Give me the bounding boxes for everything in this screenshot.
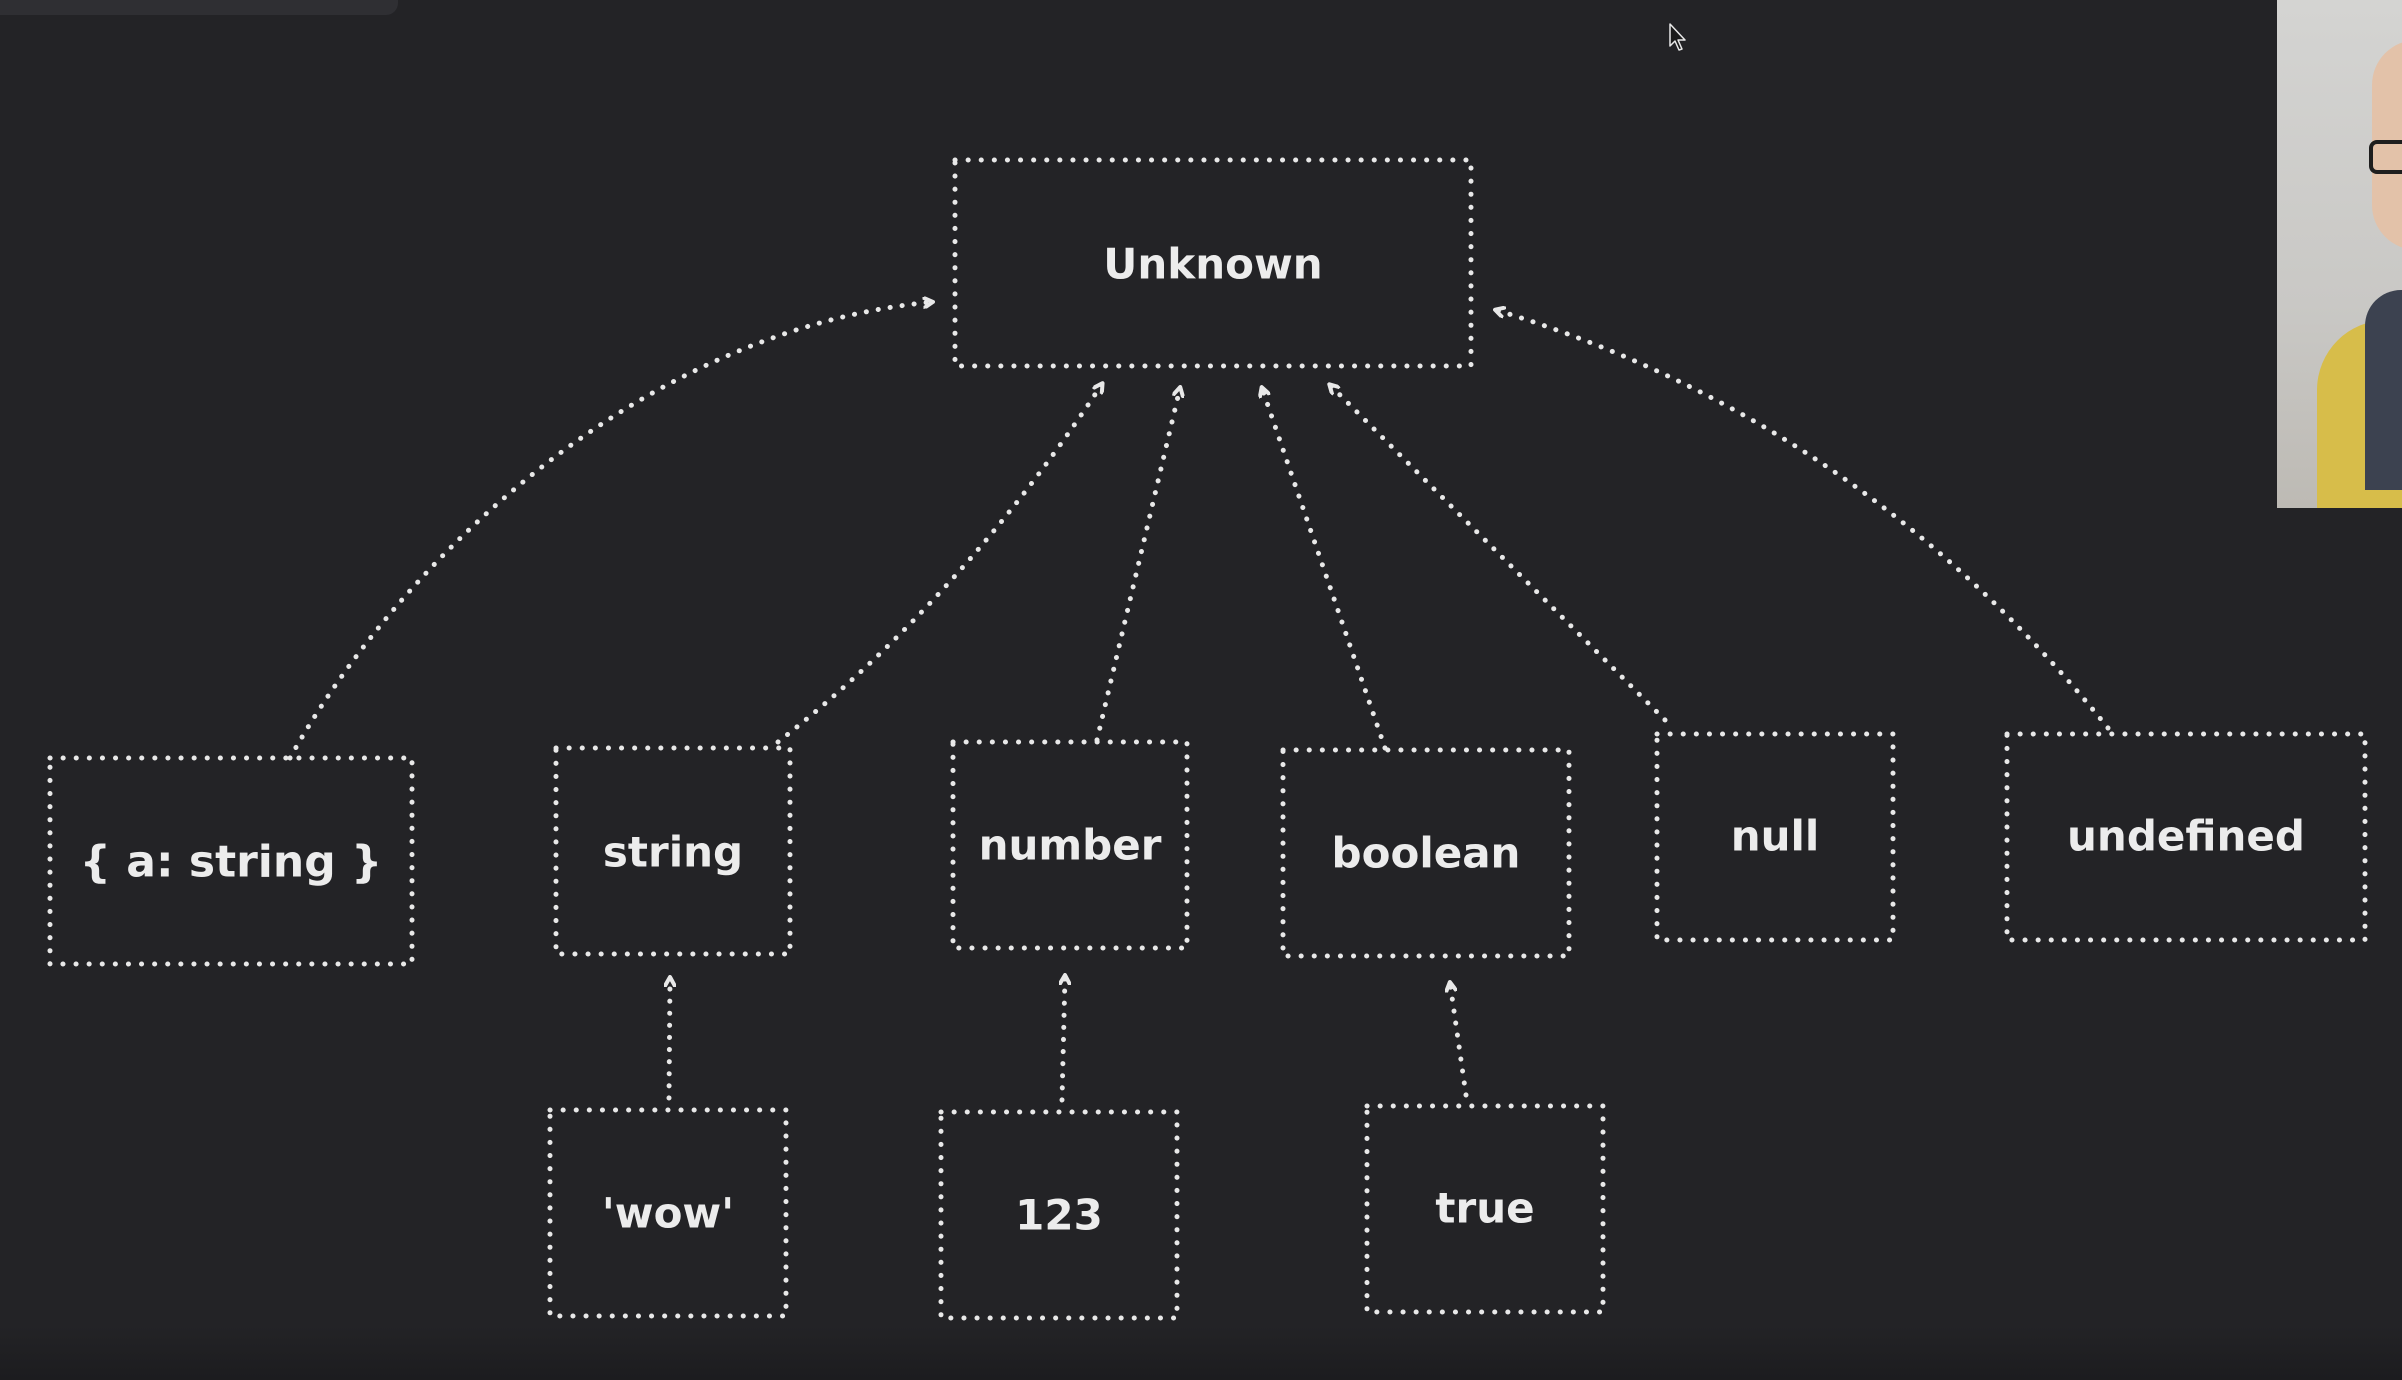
- node-true-label: true: [1435, 1184, 1534, 1233]
- node-wow-label: 'wow': [602, 1189, 734, 1238]
- edge-null-to-unknown: [1330, 385, 1668, 723]
- node-undefined-label: undefined: [2067, 812, 2305, 861]
- node-number: number: [950, 739, 1190, 951]
- node-unknown-label: Unknown: [1103, 240, 1322, 289]
- node-boolean: boolean: [1280, 747, 1572, 959]
- edge-string-to-unknown: [775, 384, 1102, 745]
- edge-object-to-unknown: [287, 302, 932, 761]
- mouse-pointer-icon: [1669, 23, 1686, 51]
- node-123-label: 123: [1015, 1191, 1103, 1240]
- webcam-head: [2372, 40, 2402, 250]
- edge-true-to-boolean: [1450, 983, 1469, 1098]
- edge-number-to-unknown: [1094, 388, 1180, 743]
- node-undefined: undefined: [2004, 731, 2368, 943]
- presenter-webcam: [2277, 0, 2402, 508]
- edge-123-to-number: [1062, 976, 1065, 1103]
- edge-wow-to-string: [669, 978, 670, 1101]
- bottom-shadow: [0, 1326, 2402, 1380]
- edge-undefined-to-unknown: [1496, 310, 2111, 731]
- node-null: null: [1654, 731, 1896, 943]
- edges: [287, 302, 2111, 1103]
- node-number-label: number: [979, 821, 1162, 870]
- node-null-label: null: [1731, 812, 1820, 861]
- webcam-hood: [2365, 290, 2402, 490]
- node-true: true: [1364, 1103, 1606, 1315]
- node-string-label: string: [603, 828, 743, 877]
- node-unknown: Unknown: [952, 157, 1474, 369]
- node-object: { a: string }: [47, 755, 415, 967]
- edge-boolean-to-unknown: [1262, 388, 1388, 751]
- node-boolean-label: boolean: [1332, 829, 1521, 878]
- node-string: string: [553, 745, 793, 957]
- node-object-label: { a: string }: [80, 837, 383, 888]
- webcam-glasses: [2369, 140, 2402, 174]
- node-wow: 'wow': [547, 1107, 789, 1319]
- node-123: 123: [938, 1109, 1180, 1321]
- window-tab-strip: [0, 0, 398, 15]
